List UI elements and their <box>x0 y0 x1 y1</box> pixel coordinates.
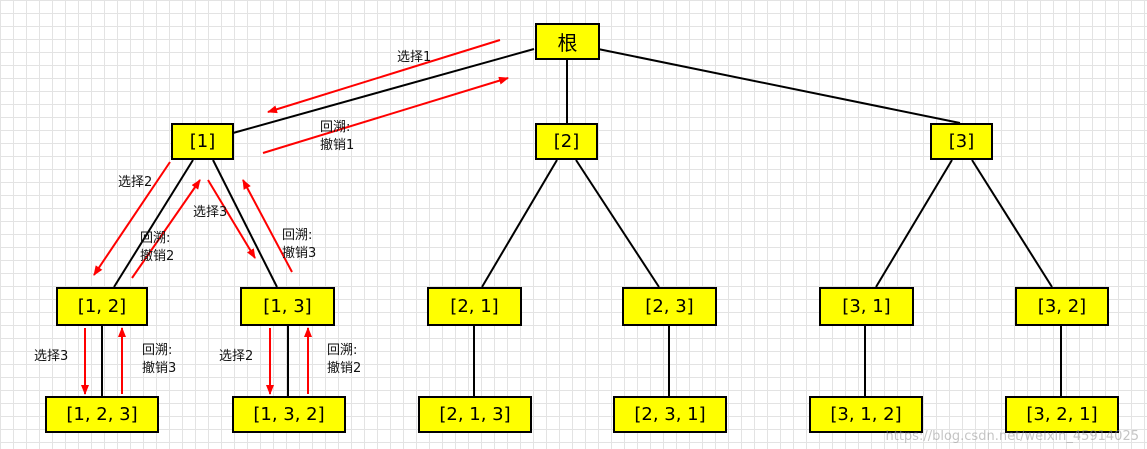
node-2-3-1: [2, 3, 1] <box>613 396 727 433</box>
annotation-select-3: 选择3 <box>193 205 228 220</box>
annotation-undo-3-leaf: 回溯: 撤销3 <box>142 343 177 376</box>
node-2: [2] <box>535 123 598 160</box>
annotation-undo-2: 回溯: 撤销2 <box>140 231 175 264</box>
edge-2-to-2-1 <box>481 159 558 288</box>
arrow-undo-1 <box>262 76 509 154</box>
arrow-undo-2 <box>131 179 201 279</box>
tree-edges <box>101 48 1062 396</box>
annotation-select-2: 选择2 <box>118 175 153 190</box>
node-3-1-2: [3, 1, 2] <box>809 396 923 433</box>
node-1-2: [1, 2] <box>56 287 148 326</box>
arrow-undo-3 <box>242 179 293 273</box>
arrow-select-2 <box>93 161 171 276</box>
edge-1-to-1-3 <box>212 159 278 288</box>
node-3-2-1: [3, 2, 1] <box>1005 396 1119 433</box>
arrow-select-1 <box>267 39 501 114</box>
annotation-undo-2-leaf: 回溯: 撤销2 <box>327 343 362 376</box>
node-1: [1] <box>171 123 234 160</box>
annotation-undo-3: 回溯: 撤销3 <box>282 228 317 261</box>
arrow-select-3 <box>207 179 256 259</box>
backtrack-arrows <box>81 39 509 395</box>
annotation-select-1: 选择1 <box>397 50 432 65</box>
node-1-3-2: [1, 3, 2] <box>232 396 346 433</box>
node-1-2-3: [1, 2, 3] <box>45 396 159 433</box>
watermark: https://blog.csdn.net/weixin_45914025 <box>885 429 1139 444</box>
node-3: [3] <box>930 123 993 160</box>
node-3-1: [3, 1] <box>819 287 914 326</box>
node-2-1: [2, 1] <box>427 287 522 326</box>
annotation-select-3-leaf: 选择3 <box>34 349 69 364</box>
edge-3-to-3-2 <box>971 159 1053 288</box>
edge-root-to-3 <box>597 48 961 124</box>
node-3-2: [3, 2] <box>1015 287 1109 326</box>
edge-3-to-3-1 <box>875 159 953 288</box>
node-root: 根 <box>535 23 600 60</box>
annotation-select-2-leaf: 选择2 <box>219 349 254 364</box>
annotation-undo-1: 回溯: 撤销1 <box>320 120 355 153</box>
node-1-3: [1, 3] <box>240 287 335 326</box>
node-2-1-3: [2, 1, 3] <box>418 396 532 433</box>
edge-root-to-1 <box>232 48 535 134</box>
edge-2-to-2-3 <box>575 159 660 288</box>
node-2-3: [2, 3] <box>622 287 717 326</box>
edge-1-to-1-2 <box>113 159 194 288</box>
